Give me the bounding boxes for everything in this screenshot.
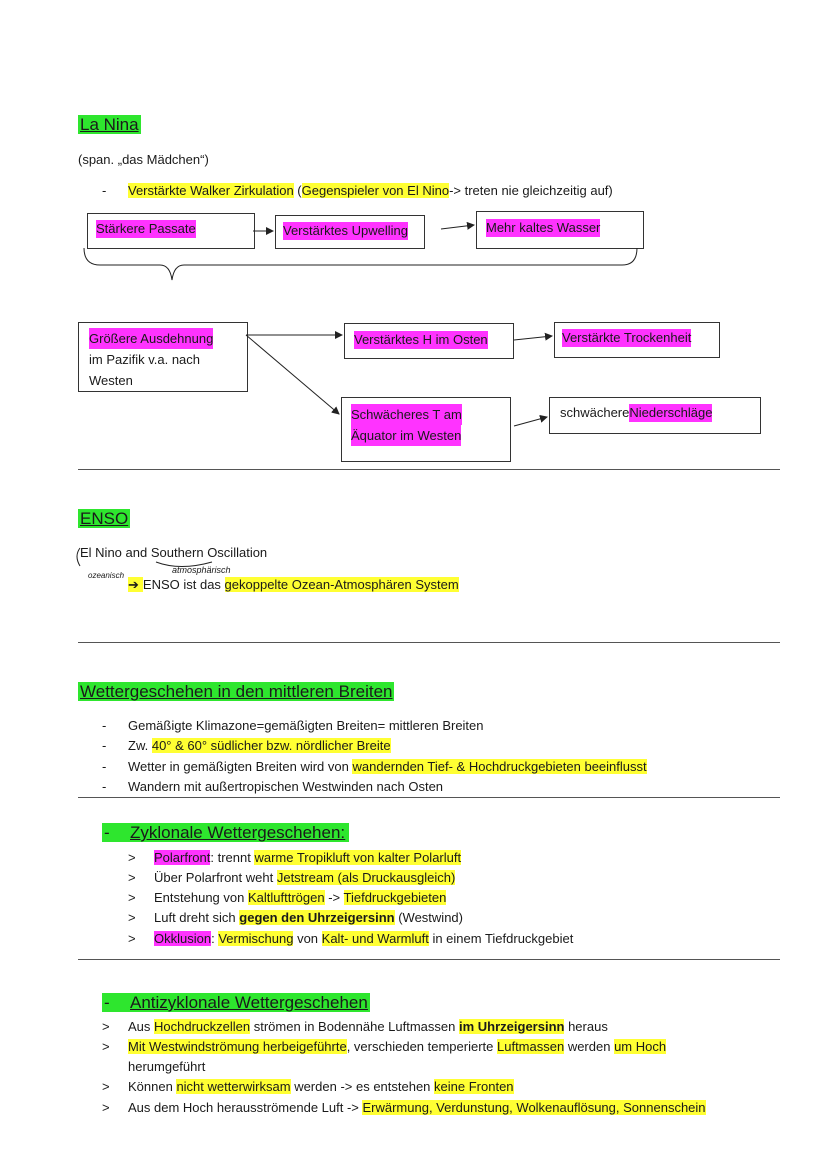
enso-line2: ➔ENSO ist das gekoppelte Ozean-Atmosphär… (128, 577, 459, 592)
anti-item-2-cont: herumgeführt (128, 1059, 206, 1074)
anti-item-3: >Können nicht wetterwirksam werden -> es… (102, 1079, 514, 1094)
box-verstaerktes-upwelling: Verstärktes Upwelling (275, 215, 425, 249)
la-nina-arrows (83, 221, 638, 427)
la-nina-subtitle: (span. „das Mädchen“) (78, 152, 209, 167)
enso-brackets (76, 547, 213, 567)
zyklonal-item-1: >Polarfront: trennt warme Tropikluft von… (128, 850, 462, 865)
divider-4 (78, 959, 780, 960)
box-verstaerkte-trockenheit: Verstärkte Trockenheit (554, 322, 720, 358)
arrow-icon: ➔ (128, 577, 143, 592)
note-ozeanisch: ozeanisch (88, 571, 125, 580)
heading-enso: ENSO (78, 509, 131, 528)
heading-antizyklonal: -Antizyklonale Wettergeschehen (102, 993, 370, 1012)
anti-item-2: >Mit Westwindströmung herbeigeführte, ve… (102, 1039, 667, 1054)
box-groessere-ausdehnung: Größere Ausdehnung im Pazifik v.a. nach … (78, 322, 248, 392)
zyklonal-item-5: >Okklusion: Vermischung von Kalt- und Wa… (128, 931, 574, 946)
la-nina-bullet: -Verstärkte Walker Zirkulation (Gegenspi… (102, 183, 613, 198)
heading-zyklonal: -Zyklonale Wettergeschehen: (102, 823, 350, 843)
anti-item-4: >Aus dem Hoch herausströmende Luft -> Er… (102, 1100, 706, 1115)
enso-line1: El Nino and Southern Oscillation (80, 545, 268, 560)
mittlere-item-3: -Wetter in gemäßigten Breiten wird von w… (102, 759, 647, 774)
mittlere-item-2: -Zw. 40° & 60° südlicher bzw. nördlicher… (102, 738, 391, 753)
box-schwaecheres-t: Schwächeres T am Äquator im Westen (341, 397, 511, 462)
divider-3 (78, 797, 780, 798)
box-verstaerktes-h-osten: Verstärktes H im Osten (344, 323, 514, 359)
box-schwaechere-niederschlaege: schwächere Niederschläge (549, 397, 761, 434)
note-atmosphaerisch: atmosphärisch (172, 565, 231, 575)
mittlere-item-1: -Gemäßigte Klimazone=gemäßigten Breiten=… (102, 718, 484, 733)
zyklonal-item-3: >Entstehung von Kaltlufttrögen -> Tiefdr… (128, 890, 447, 905)
heading-mittlere-breiten: Wettergeschehen in den mittleren Breiten (78, 682, 395, 701)
box-mehr-kaltes-wasser: Mehr kaltes Wasser (476, 211, 644, 249)
divider-2 (78, 642, 780, 643)
anti-item-1: >Aus Hochdruckzellen strömen in Bodennäh… (102, 1019, 608, 1034)
heading-la-nina: La Nina (78, 115, 141, 134)
zyklonal-item-4: >Luft dreht sich gegen den Uhrzeigersinn… (128, 910, 463, 925)
divider-1 (78, 469, 780, 470)
zyklonal-item-2: >Über Polarfront weht Jetstream (als Dru… (128, 870, 456, 885)
mittlere-item-4: -Wandern mit außertropischen Westwinden … (102, 779, 444, 794)
